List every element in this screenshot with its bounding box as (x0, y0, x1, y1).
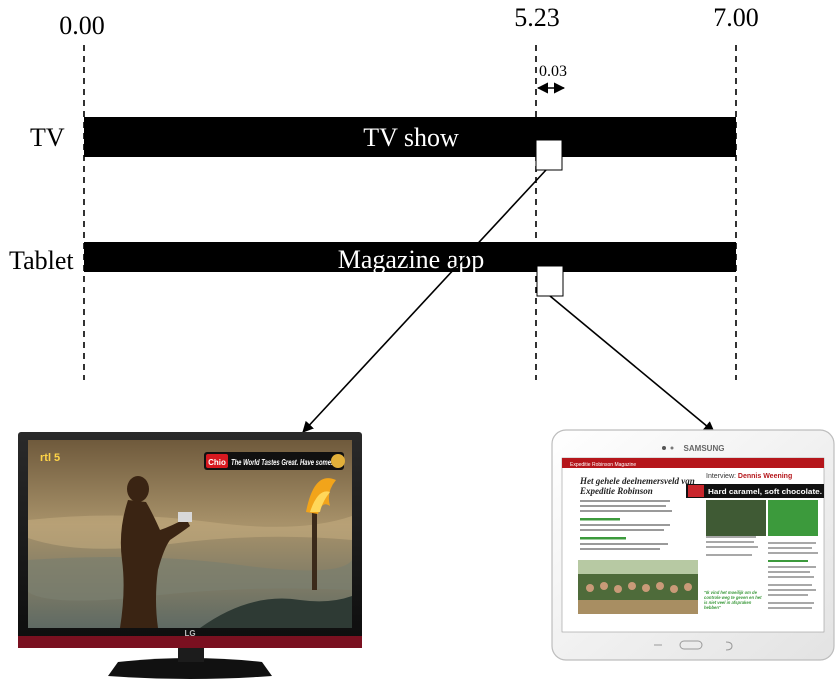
tv-rocks (200, 596, 352, 628)
tv-neck (178, 646, 204, 662)
tablet-app-bar (562, 458, 824, 468)
end-time-label: 7.00 (713, 3, 759, 32)
magazine-app-bar (84, 242, 736, 272)
tv-ad-banner (204, 452, 344, 470)
tablet-side-heading-name: Dennis Weening (738, 473, 792, 480)
tablet-ad-banner (686, 484, 824, 498)
tv-connector-arrow (302, 169, 547, 433)
tablet-ad-text: Hard caramel, soft chocolate. (708, 489, 822, 496)
tablet-quote: "Ik vind het moeilijk om de controle weg… (704, 590, 762, 610)
tablet-connector-arrow (549, 295, 715, 433)
tv-bottom-accent (18, 636, 362, 648)
tablet-camera (662, 446, 666, 450)
tv-ad-text: The World Tastes Great. Have some! (231, 458, 333, 467)
tv-ad-brand: Chio (208, 458, 226, 467)
channel-logo: rtl 5 (40, 452, 60, 464)
sync-time-label: 5.23 (514, 3, 560, 32)
tv-illustration: rtl 5 Chio The World Tastes Great. Have … (18, 432, 362, 679)
tablet-article-text (580, 500, 672, 550)
tablet-headline-line: Expeditie Robinson (579, 486, 653, 496)
tablet-app-bar-title: Expeditie Robinson Magazine (570, 462, 636, 468)
person-silhouette (120, 476, 192, 628)
tv-stand (108, 658, 272, 679)
tablet-side-heading: Interview: Dennis Weening (706, 473, 792, 480)
tablet-headline-line: Het gehele deelnemersveld van (579, 476, 695, 486)
offset-label: 0.03 (539, 63, 567, 80)
start-time-label: 0.00 (59, 11, 105, 40)
tv-show-bar-label: TV show (363, 123, 459, 152)
tablet-side-heading-prefix: Interview: (706, 473, 738, 480)
tablet-headline: Het gehele deelnemersveld van Expeditie … (579, 476, 697, 496)
tablet-right-text (768, 542, 818, 609)
tv-show-bar (84, 117, 736, 157)
tv-row-label: TV (30, 123, 65, 152)
tablet-sync-marker (536, 265, 564, 297)
tv-sync-marker (535, 139, 563, 171)
magazine-app-bar-label: Magazine app (338, 245, 485, 274)
tablet-brand: SAMSUNG (684, 444, 725, 453)
tablet-row-label: Tablet (9, 246, 74, 275)
torch (306, 478, 336, 590)
tablet-illustration: SAMSUNG Expeditie Robinson Magazine Het … (551, 429, 835, 661)
tablet-interview-photo (706, 500, 766, 536)
tablet-nav-buttons (654, 640, 733, 651)
tv-brand: LG (184, 629, 195, 638)
